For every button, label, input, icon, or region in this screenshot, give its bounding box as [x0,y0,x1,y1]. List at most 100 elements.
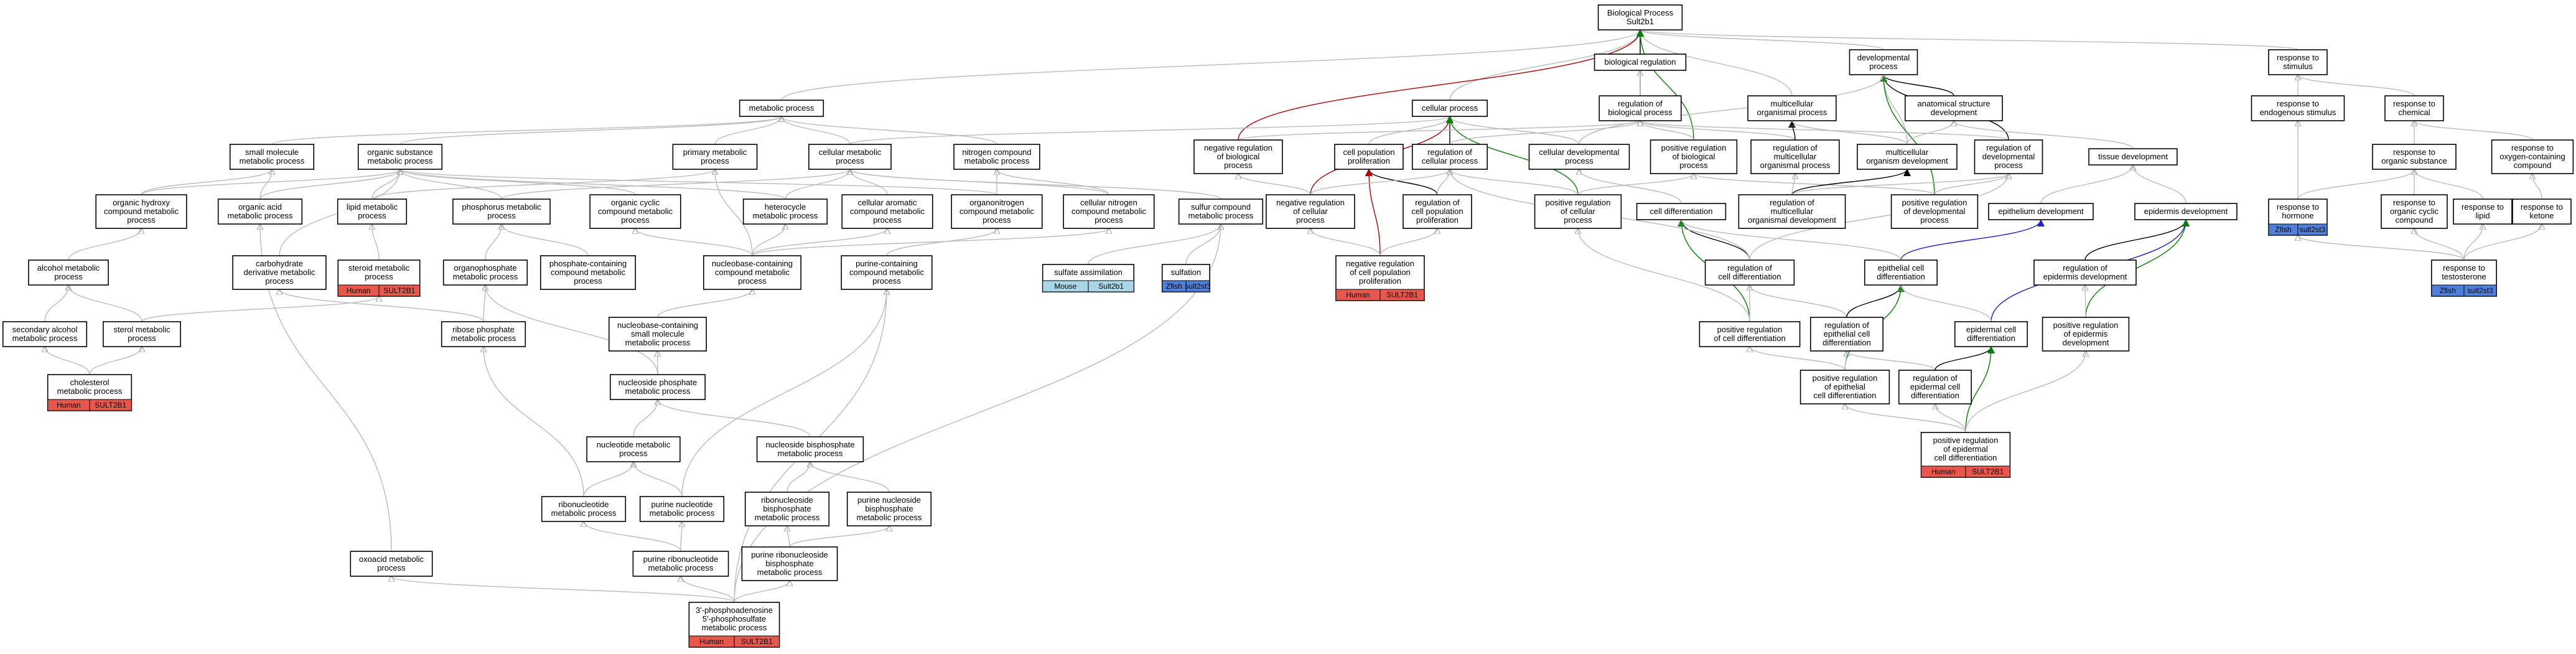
go-term-label: regulation of [1913,373,1958,383]
gray-relation-edge [391,576,735,603]
go-term-label: regulation of [1415,198,1460,207]
gray-relation-edge [1640,30,2298,50]
go-term-box [1597,4,1683,30]
go-term-label: epidermis development [2043,272,2127,281]
go-term-label: compound metabolic [598,207,673,216]
go-term-label: process [1920,215,1949,225]
gray-relation-edge [141,169,400,195]
go-term-label: of cell population [1350,268,1411,277]
go-term-box [2512,199,2572,225]
go-term-label: of biological [1673,152,1715,161]
species-tag-label: Zfish [2440,286,2456,295]
go-term-label: multicellular [1886,147,1929,157]
gray-relation-edge [1640,121,2009,141]
go-term-label: cellular process [1422,103,1478,113]
go-term-node: purine ribonucleosidebisphosphatemetabol… [741,546,838,581]
go-term-label: differentiation [1967,334,2015,343]
go-term-box [2268,49,2328,75]
go-term-label: regulation of [1427,147,1472,157]
go-term-label: metabolic process [778,449,843,458]
go-term-label: organophosphate [454,263,516,273]
go-term-box [103,321,181,347]
gray-relation-edge [1694,174,1935,195]
go-term-label: sulfation [1171,268,1201,277]
go-term-label: metabolic process [755,513,820,522]
go-term-label: metabolic process [749,103,814,113]
go-term-label: proliferation [1359,276,1401,286]
go-term-label: alcohol metabolic [37,263,100,273]
go-term-label: phosphorus metabolic [462,202,541,212]
go-term-label: Biological Process [1607,8,1674,17]
go-term-box [639,496,725,522]
go-term-label: multicellular [1771,207,1814,216]
go-term-label: metabolic process [551,508,617,518]
go-term-label: response to [2277,99,2319,108]
go-term-label: process [1094,215,1123,225]
go-term-label: ribonucleoside [761,495,813,505]
go-term-box [1193,139,1283,174]
go-term-label: developmental [1857,53,1910,62]
go-term-label: process [265,276,294,286]
go-term-node: cell differentiation [1636,203,1727,220]
gray-relation-edge [1640,121,1796,141]
species-tag [1088,280,1134,292]
go-term-box [1738,194,1846,229]
gray-relation-edge [1437,169,1450,195]
gray-relation-edge [681,289,887,497]
gray-relation-edge [259,169,400,200]
gray-relation-edge [68,285,142,322]
species-tag-label: Human [347,286,371,295]
go-term-label: process [1224,161,1253,170]
go-term-label: small molecule [245,147,299,157]
go-term-box [846,492,932,526]
go-term-label: primary metabolic [683,147,747,157]
go-term-label: compound metabolic [959,207,1034,216]
go-term-label: oxygen-containing [2499,152,2565,161]
go-term-label: cellular nitrogen [1080,198,1137,207]
go-term-label: cell differentiation [1719,272,1781,281]
go-term-node: biological regulation [1594,54,1687,71]
go-term-label: organic substance [367,147,433,157]
go-term-box [741,546,838,581]
go-term-label: regulation of [1618,99,1663,108]
gray-relation-edge [752,228,887,256]
species-tag [89,399,132,411]
species-tag-label: sult2st3 [1185,282,1211,291]
gray-relation-edge [657,289,752,318]
go-term-box [1178,199,1264,225]
go-term-label: bisphosphate [765,559,813,568]
go-term-box [841,255,933,290]
go-term-label: cellular metabolic [819,147,882,157]
go-term-box [1810,317,1884,352]
species-tag-label: SULT2B1 [383,286,415,295]
gray-relation-edge [810,462,890,493]
go-term-box [441,321,526,347]
go-term-label: cell population [1411,207,1463,216]
gray-relation-edge [483,347,584,497]
gray-relation-edge [635,228,753,256]
gray-relation-edge [1750,285,1847,318]
go-term-label: metabolic process [453,272,518,281]
go-term-label: regulation of [1727,263,1772,273]
go-term-label: metabolic process [368,156,433,166]
go-term-label: compound [2514,161,2552,170]
go-term-label: organism development [1866,156,1948,166]
go-term-box [2033,259,2137,286]
go-term-label: nucleobase-containing [712,259,793,268]
go-term-box [1334,144,1404,170]
go-term-box [1412,100,1488,117]
go-term-label: purine nucleoside [857,495,921,505]
gray-relation-edge [1901,285,1992,322]
